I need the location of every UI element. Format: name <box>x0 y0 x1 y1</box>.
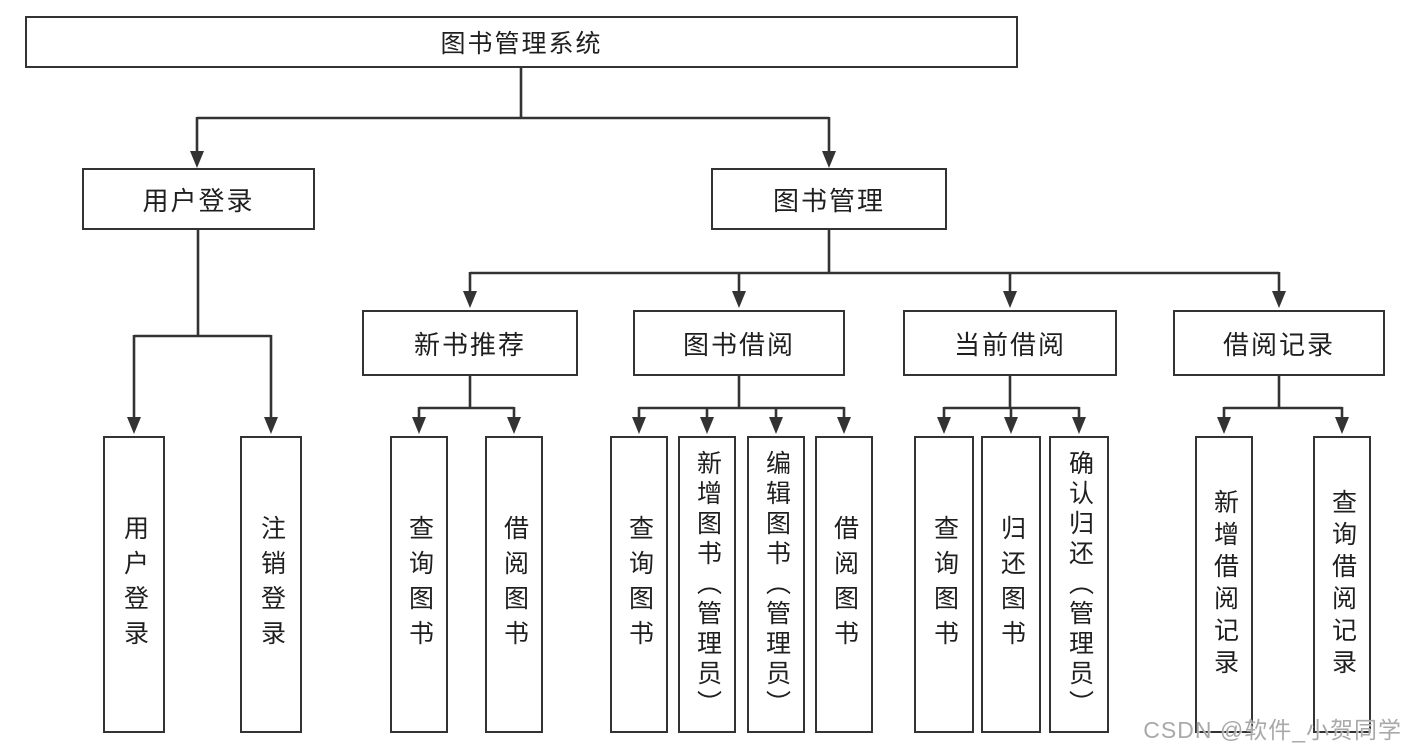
arrow-down-icon <box>1217 417 1231 434</box>
leaf-user-login: 用户登录 <box>103 436 165 733</box>
arrow-down-icon <box>732 291 746 308</box>
arrow-down-icon <box>769 417 783 434</box>
connector-book-borrow-to-leaves <box>632 376 851 434</box>
leaf-newrec-borrow-books: 借阅图书 <box>485 436 543 733</box>
leaf-borrow-borrow-books: 借阅图书 <box>815 436 873 733</box>
leaf-current-confirm-return-admin: 确认归还（管理员） <box>1049 436 1109 733</box>
arrow-down-icon <box>127 417 141 434</box>
node-current-borrow: 当前借阅 <box>903 310 1117 376</box>
arrow-down-icon <box>190 151 204 168</box>
leaf-records-query-record: 查询借阅记录 <box>1313 436 1371 733</box>
arrow-down-icon <box>1072 417 1086 434</box>
connector-root-to-level2 <box>190 68 836 168</box>
node-user-login: 用户登录 <box>82 168 315 230</box>
arrow-down-icon <box>1004 417 1018 434</box>
leaf-newrec-query-books: 查询图书 <box>390 436 448 733</box>
arrow-down-icon <box>1003 291 1017 308</box>
node-book-borrow: 图书借阅 <box>633 310 845 376</box>
csdn-watermark: CSDN @软件_小贺同学 <box>1143 717 1402 743</box>
connector-current-borrow-to-leaves <box>937 376 1086 434</box>
arrow-down-icon <box>264 417 278 434</box>
leaf-borrow-query-books: 查询图书 <box>610 436 668 733</box>
arrow-down-icon <box>507 417 521 434</box>
leaf-borrow-add-books-admin: 新增图书（管理员） <box>678 436 736 733</box>
leaf-logout: 注销登录 <box>240 436 302 733</box>
connector-user-login-to-leaves <box>127 230 278 434</box>
arrow-down-icon <box>412 417 426 434</box>
arrow-down-icon <box>822 151 836 168</box>
arrow-down-icon <box>1272 291 1286 308</box>
node-book-management: 图书管理 <box>711 168 947 230</box>
arrow-down-icon <box>937 417 951 434</box>
connector-borrow-records-to-leaves <box>1217 376 1349 434</box>
leaf-current-return-books: 归还图书 <box>981 436 1041 733</box>
leaf-borrow-edit-books-admin: 编辑图书（管理员） <box>747 436 805 733</box>
node-new-book-recommend: 新书推荐 <box>362 310 578 376</box>
arrow-down-icon <box>700 417 714 434</box>
node-root: 图书管理系统 <box>25 16 1018 68</box>
node-borrow-records: 借阅记录 <box>1173 310 1385 376</box>
arrow-down-icon <box>463 291 477 308</box>
leaf-records-add-record: 新增借阅记录 <box>1195 436 1253 733</box>
arrow-down-icon <box>1335 417 1349 434</box>
connector-book-management-to-level3 <box>463 230 1286 308</box>
connector-new-book-recommend-to-leaves <box>412 376 521 434</box>
arrow-down-icon <box>837 417 851 434</box>
leaf-current-query-books: 查询图书 <box>914 436 974 733</box>
arrow-down-icon <box>632 417 646 434</box>
